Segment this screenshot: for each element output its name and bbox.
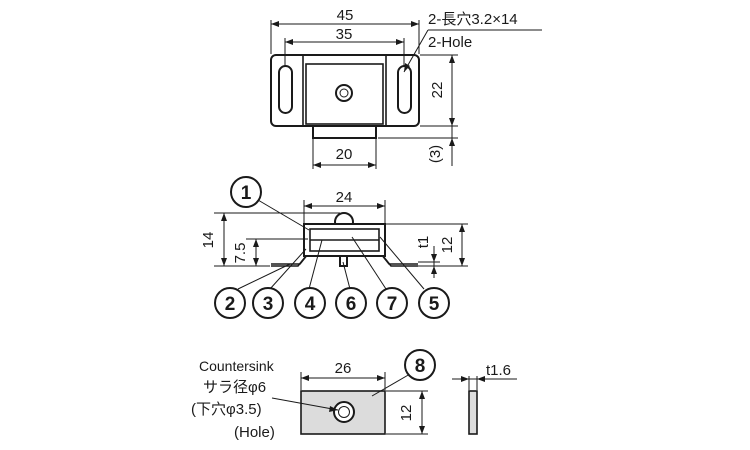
dim-plate-width: 26 <box>335 360 352 377</box>
leader-4 <box>308 239 323 290</box>
callout-3: 3 <box>252 287 284 319</box>
countersink-outer <box>333 401 355 423</box>
svg-text:4: 4 <box>305 294 316 315</box>
svg-text:7: 7 <box>387 294 398 315</box>
dim-arrow <box>477 376 485 382</box>
dim-arrow <box>449 55 455 63</box>
dim-arrow <box>449 118 455 126</box>
dim-arrow <box>377 375 385 381</box>
dim-plate-thickness: t1.6 <box>486 362 511 379</box>
dim-arrow <box>431 266 437 274</box>
center-pin <box>339 255 348 267</box>
dim-arrow <box>431 254 437 262</box>
countersink-note-en: Countersink <box>199 358 275 374</box>
magnet-cup-outline <box>305 63 384 125</box>
countersink-inner <box>338 406 350 418</box>
plate-view: 26 12 t1.6 Countersink サラ径φ6 (下穴φ3.5) (H… <box>191 349 517 441</box>
leader-1 <box>257 199 310 231</box>
callout-2: 2 <box>214 287 246 319</box>
leader-8 <box>371 373 411 397</box>
dim-half-height: 7.5 <box>232 243 249 264</box>
dim-front-width: 24 <box>336 189 353 206</box>
slot-note-en: 2-Hole <box>428 34 472 51</box>
dim-arrow <box>396 39 404 45</box>
magnet-base <box>312 125 377 139</box>
callout-1: 1 <box>230 176 262 208</box>
svg-text:3: 3 <box>263 294 274 315</box>
svg-text:8: 8 <box>415 356 426 377</box>
dim-arrow <box>459 258 465 266</box>
callout-4: 4 <box>294 287 326 319</box>
dim-arrow <box>377 203 385 209</box>
dim-arrow <box>313 162 321 168</box>
slot-note-jp: 2-長穴3.2×14 <box>428 11 518 28</box>
dim-arrow <box>449 138 455 146</box>
dim-base-width: 20 <box>336 146 353 163</box>
svg-text:6: 6 <box>346 294 357 315</box>
pilot-hole-note-en: (Hole) <box>234 424 275 441</box>
dim-arrow <box>411 21 419 27</box>
center-hole-inner <box>339 88 349 98</box>
dim-arrow <box>419 391 425 399</box>
callout-6: 6 <box>335 287 367 319</box>
dim-overall-width: 45 <box>337 7 354 24</box>
left-slot <box>278 65 293 114</box>
svg-text:2: 2 <box>225 294 236 315</box>
dim-total-height: 14 <box>200 232 217 249</box>
dim-hole-pitch: 35 <box>336 26 353 43</box>
dim-height: 22 <box>429 82 446 99</box>
countersink-leader <box>271 397 339 411</box>
dim-arrow <box>304 203 312 209</box>
dim-arrow <box>285 39 293 45</box>
top-view: 45 35 2-長穴3.2×14 2-Hole 22 (3) 20 <box>270 7 542 169</box>
pilot-hole-note-jp: (下穴φ3.5) <box>191 401 262 418</box>
dim-arrow <box>221 213 227 221</box>
callout-5: 5 <box>418 287 450 319</box>
svg-text:5: 5 <box>429 294 440 315</box>
right-slot <box>397 65 412 114</box>
countersink-leader-arrow <box>329 406 338 412</box>
leader-6 <box>342 261 351 290</box>
countersink-note-jp: サラ径φ6 <box>203 379 266 396</box>
dim-arrow <box>301 375 309 381</box>
center-hole <box>335 84 353 102</box>
dim-body-height: 12 <box>439 237 456 254</box>
dim-plate-height: 12 <box>398 405 415 422</box>
dim-arrow <box>459 224 465 232</box>
dim-offset: (3) <box>427 145 444 163</box>
callout-7: 7 <box>376 287 408 319</box>
slot-leader-arrow <box>404 63 410 72</box>
dim-thickness: t1 <box>415 236 432 249</box>
callout-8: 8 <box>404 349 436 381</box>
dim-arrow <box>271 21 279 27</box>
dim-arrow <box>368 162 376 168</box>
plate-side-view <box>468 390 478 435</box>
leader-2 <box>237 263 291 290</box>
front-view: 24 14 7.5 12 t1 <box>200 176 468 319</box>
dim-arrow <box>253 258 259 266</box>
svg-text:1: 1 <box>241 183 252 204</box>
dim-arrow <box>419 426 425 434</box>
leader-7 <box>351 236 387 290</box>
dim-arrow <box>461 376 469 382</box>
dim-arrow <box>221 258 227 266</box>
leader-5 <box>379 236 425 290</box>
dim-arrow <box>253 239 259 247</box>
leader-3 <box>269 248 307 290</box>
